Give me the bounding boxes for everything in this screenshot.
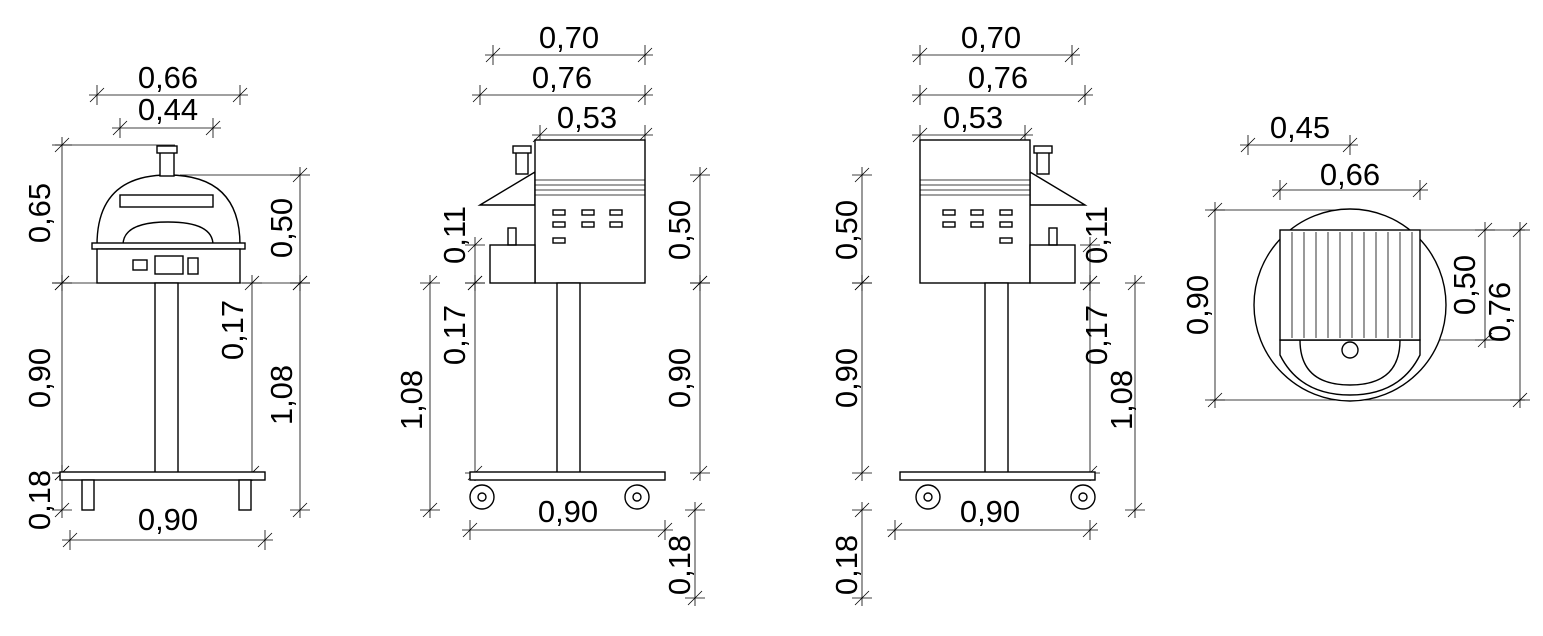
- dim-label: 0,70: [539, 20, 599, 55]
- dim-label: 0,65: [22, 183, 57, 243]
- vent-slot: [552, 221, 566, 228]
- oven-opening: [122, 221, 214, 246]
- dim-label: 0,90: [22, 348, 57, 408]
- dim-label: 0,53: [557, 100, 617, 135]
- dim-label: 0,66: [138, 60, 198, 95]
- vent-slot: [581, 209, 595, 216]
- top-view-oven: [1253, 208, 1447, 402]
- dim-label: 0,17: [437, 305, 472, 365]
- dim-label: 0,90: [138, 502, 198, 537]
- dim-label: 1,08: [1104, 370, 1139, 430]
- dim-label: 0,50: [264, 198, 299, 258]
- dim-label: 0,11: [437, 206, 472, 264]
- side-view-oven: [469, 139, 666, 510]
- front-view-oven: [59, 145, 266, 511]
- control-switch: [187, 257, 199, 275]
- dim-label: 0,70: [961, 20, 1021, 55]
- dim-label: 0,50: [1447, 255, 1482, 315]
- stand-column: [154, 282, 179, 474]
- dimension-labels: 0,66 0,44 0,65 0,50 0,17 1,08 0,90 0,18 …: [22, 20, 1517, 595]
- dim-label: 0,76: [968, 60, 1028, 95]
- dim-label: 0,50: [829, 200, 864, 260]
- dim-label: 1,08: [394, 370, 429, 430]
- dim-label: 0,18: [22, 470, 57, 530]
- control-knob: [132, 259, 148, 271]
- dim-label: 0,76: [532, 60, 592, 95]
- oven-body-top: [1279, 229, 1421, 341]
- dim-label: 0,45: [1270, 110, 1330, 145]
- oven-dome: [96, 174, 241, 246]
- dim-label: 0,11: [1079, 206, 1114, 264]
- dim-label: 0,53: [943, 100, 1003, 135]
- wheel: [238, 479, 252, 511]
- oven-body: [534, 139, 646, 284]
- oven-mouth: [1299, 339, 1401, 386]
- dim-label: 0,17: [215, 300, 250, 360]
- chimney-top: [1341, 341, 1359, 359]
- dim-label: 0,44: [138, 92, 198, 127]
- dim-label: 0,50: [662, 200, 697, 260]
- chimney-cap: [156, 145, 178, 154]
- dim-label: 1,08: [264, 365, 299, 425]
- vent-slot: [552, 209, 566, 216]
- vent-slot: [552, 237, 566, 244]
- side-view-oven-mirrored: [899, 139, 1096, 510]
- dim-label: 0,90: [1180, 275, 1215, 335]
- dim-label: 0,66: [1320, 157, 1380, 192]
- control-display: [154, 255, 184, 275]
- side-tray: [489, 244, 536, 284]
- oven-hood: [477, 170, 536, 206]
- dimension-lines: [52, 45, 1530, 606]
- oven-front-curve: [1279, 339, 1421, 396]
- stand-base-plate: [469, 471, 666, 481]
- chimney: [159, 151, 175, 177]
- utensil-holder: [507, 227, 517, 246]
- dim-label: 0,76: [1482, 282, 1517, 342]
- chimney-cap: [512, 145, 532, 154]
- dim-label: 0,90: [538, 494, 598, 529]
- vent-slot: [609, 221, 623, 228]
- stand-column: [556, 282, 581, 474]
- caster-wheel: [624, 484, 650, 510]
- oven-rim: [91, 242, 246, 250]
- vent-slot: [609, 209, 623, 216]
- stand-base-plate: [59, 471, 266, 481]
- oven-ribs: [1291, 232, 1413, 338]
- dim-label: 0,18: [662, 535, 697, 595]
- oven-mouth-bar: [119, 194, 214, 208]
- chimney: [515, 151, 529, 175]
- dim-label: 0,90: [960, 494, 1020, 529]
- dim-label: 0,90: [662, 348, 697, 408]
- caster-wheel: [469, 484, 495, 510]
- dim-label: 0,90: [829, 348, 864, 408]
- dim-label: 0,17: [1079, 305, 1114, 365]
- vent-slot: [581, 221, 595, 228]
- wheel: [81, 479, 95, 511]
- dim-label: 0,18: [829, 535, 864, 595]
